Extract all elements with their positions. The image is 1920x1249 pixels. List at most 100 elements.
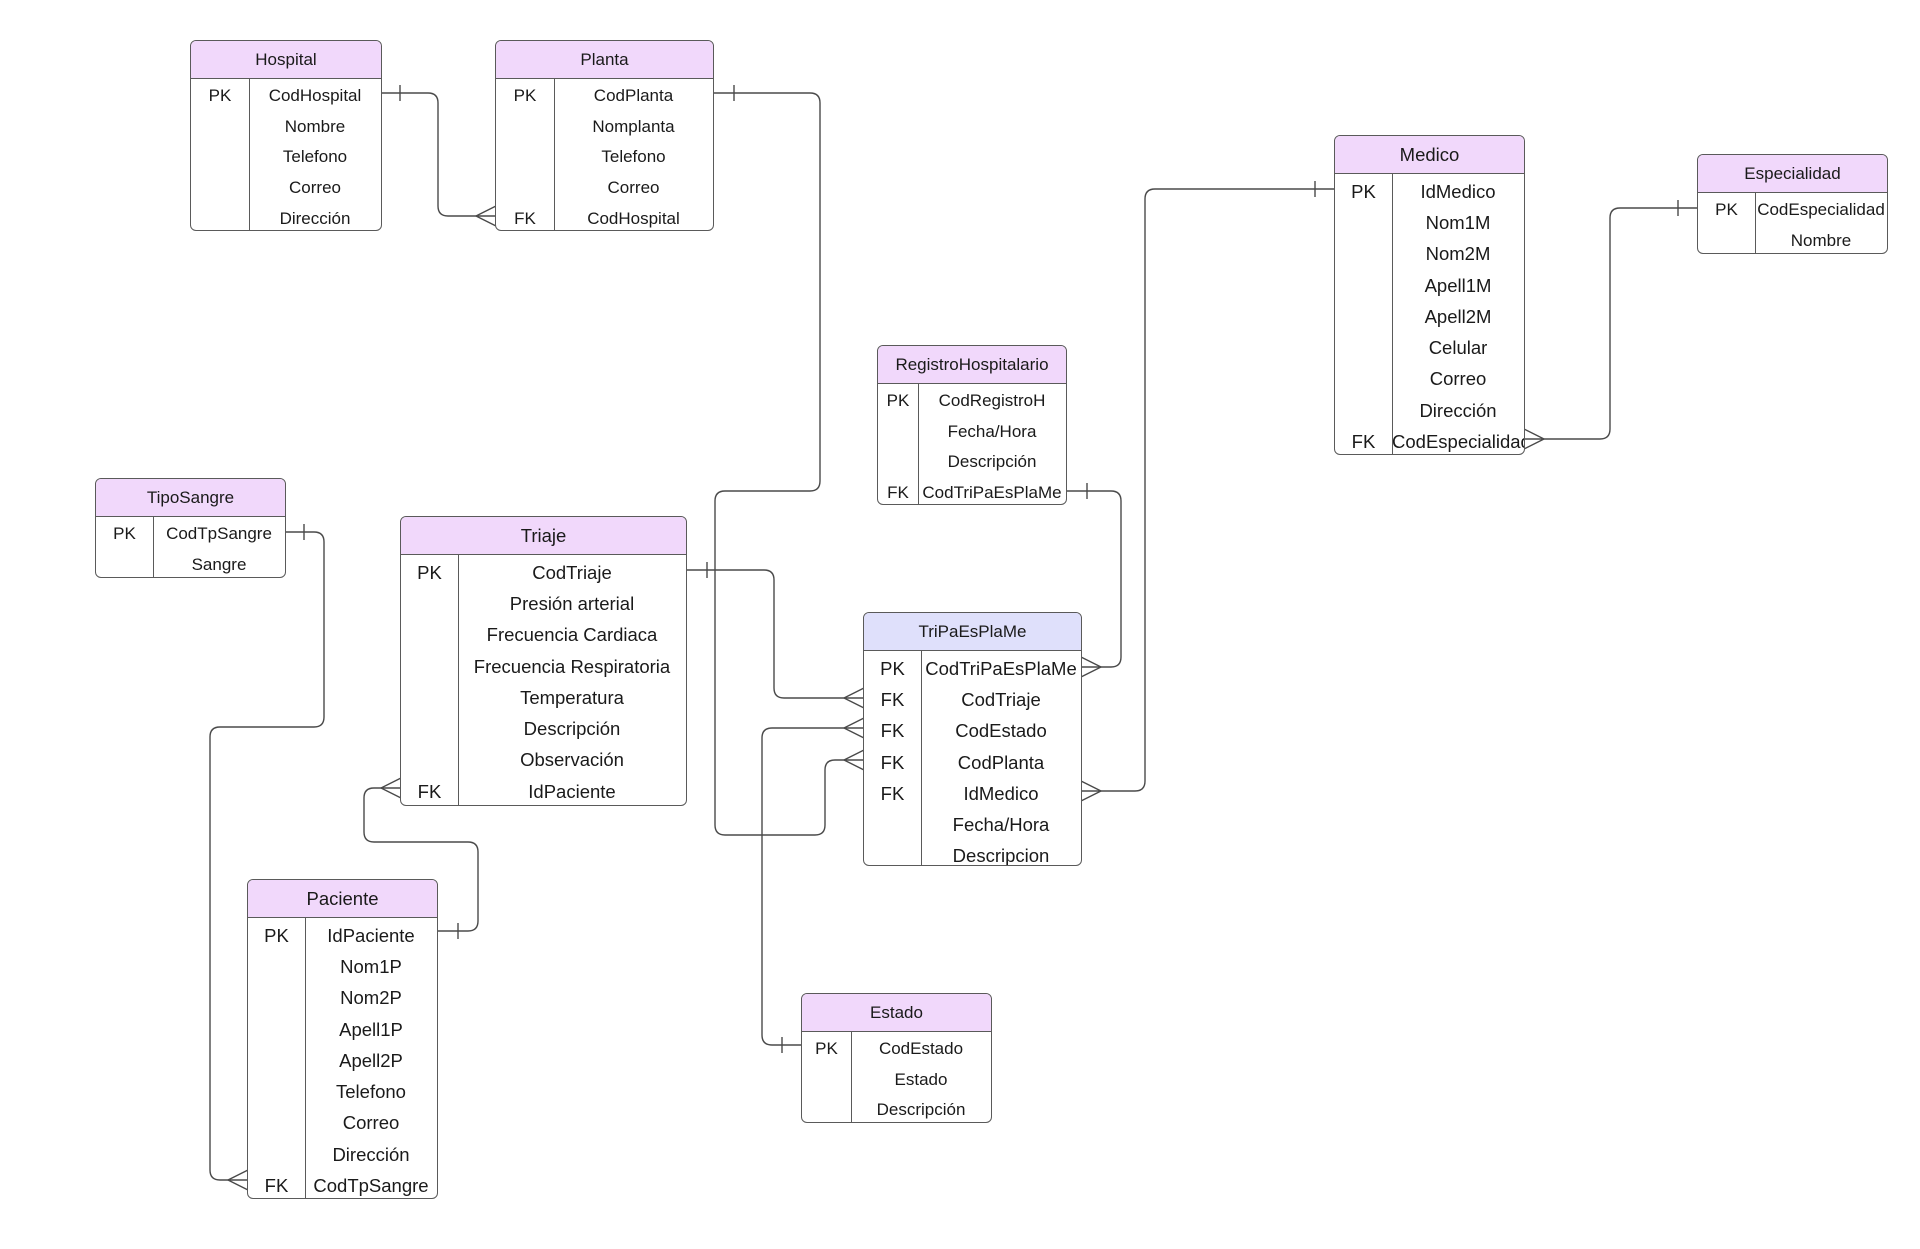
many-marker-tri-codplanta	[843, 749, 865, 771]
attribute-name: Observación	[520, 749, 624, 771]
attribute-row: Nom2M	[1335, 239, 1524, 270]
attribute-name: Nom1P	[340, 955, 402, 977]
key-label: FK	[880, 720, 905, 742]
attribute-name: CodEspecialidad	[1757, 200, 1885, 220]
attribute-name: Apell2M	[1424, 305, 1492, 327]
attribute-row: Apell2M	[1335, 301, 1524, 332]
key-label: PK	[1715, 200, 1738, 220]
attribute-name: Dirección	[1419, 399, 1497, 421]
attribute-name: CodTpSangre	[313, 1175, 429, 1197]
attribute-name: Nom2M	[1425, 243, 1491, 265]
many-marker-tri-pk	[1080, 656, 1102, 678]
attribute-name: Frecuencia Cardiaca	[486, 624, 658, 646]
attribute-name: CodTriaje	[961, 688, 1041, 710]
attribute-name: Apell2P	[339, 1049, 403, 1071]
attribute-row: Sangre	[96, 550, 285, 577]
key-label: PK	[208, 86, 232, 106]
many-marker-tri-idmedico	[1080, 780, 1102, 802]
attribute-row: Correo	[1335, 364, 1524, 395]
attribute-row: Presión arterial	[401, 588, 686, 619]
attribute-name: CodTriPaEsPlaMe	[925, 657, 1077, 679]
key-label: FK	[417, 780, 442, 802]
attribute-row: Descripción	[878, 447, 1066, 478]
attribute-row: Nomplanta	[496, 112, 713, 143]
attribute-name: CodPlanta	[957, 751, 1045, 773]
attribute-row: FK CodTriPaEsPlaMe	[878, 478, 1066, 504]
rel-triaje-tripaesplame	[687, 569, 864, 699]
rel-paciente-triaje	[363, 787, 479, 932]
many-marker-medico	[1523, 428, 1545, 450]
attribute-row: Nom1M	[1335, 207, 1524, 238]
rel-tiposangre-paciente	[209, 531, 325, 1181]
rel-estado-tripaesplame	[761, 727, 864, 1046]
attribute-name: Apell1P	[339, 1018, 403, 1040]
attribute-name: Descripción	[876, 1100, 966, 1120]
attribute-row: Descripción	[802, 1095, 991, 1122]
key-label: FK	[880, 688, 905, 710]
rel-especialidad-medico	[1524, 207, 1698, 440]
attribute-row: Frecuencia Respiratoria	[401, 651, 686, 682]
key-label: FK	[880, 782, 905, 804]
attribute-row: Descripción	[401, 713, 686, 744]
attribute-row: Nom1P	[248, 951, 437, 982]
entity-title: Medico	[1335, 136, 1524, 174]
attribute-name: Descripción	[947, 452, 1037, 472]
attribute-name: Apell1M	[1424, 274, 1492, 296]
attribute-row: Correo	[191, 173, 381, 204]
key-label: FK	[514, 208, 536, 228]
attribute-name: CodTriPaEsPlaMe	[922, 483, 1062, 503]
attribute-row: Dirección	[1335, 395, 1524, 426]
attribute-row: Nombre	[191, 112, 381, 143]
entity-title: Paciente	[248, 880, 437, 918]
attribute-name: CodHospital	[268, 86, 362, 106]
attribute-name: Dirección	[279, 208, 351, 228]
attribute-name: Correo	[342, 1112, 400, 1134]
rel-hospital-planta	[381, 92, 496, 217]
attribute-name: Nomplanta	[592, 116, 675, 136]
attribute-name: Frecuencia Respiratoria	[473, 655, 671, 677]
attribute-name: Fecha/Hora	[952, 814, 1050, 836]
key-label: PK	[886, 391, 910, 411]
attribute-row: Fecha/Hora	[864, 809, 1081, 840]
attribute-name: Nombre	[284, 116, 346, 136]
attribute-row: Apell1P	[248, 1014, 437, 1045]
entity-title: Hospital	[191, 41, 381, 79]
attribute-row: Telefono	[248, 1076, 437, 1107]
attribute-row: Dirección	[191, 203, 381, 230]
attribute-name: CodEstado	[955, 720, 1047, 742]
attribute-row: FK CodTriaje	[864, 684, 1081, 715]
attribute-name: CodPlanta	[593, 86, 674, 106]
attribute-name: CodTpSangre	[166, 524, 272, 544]
attribute-name: Presión arterial	[509, 592, 635, 614]
rel-planta-tripaesplame	[714, 92, 864, 836]
attribute-row: Fecha/Hora	[878, 417, 1066, 448]
many-marker-tri-codtriaje	[843, 687, 865, 709]
attribute-row: Temperatura	[401, 682, 686, 713]
key-label: FK	[887, 483, 909, 503]
attribute-name: Telefono	[282, 147, 348, 167]
attribute-name: IdPaciente	[327, 924, 415, 946]
attribute-name: Dirección	[332, 1143, 410, 1165]
attribute-row: Apell1M	[1335, 270, 1524, 301]
attribute-name: Celular	[1428, 337, 1488, 359]
entity-title: TipoSangre	[96, 479, 285, 517]
attribute-name: Nombre	[1790, 230, 1852, 250]
